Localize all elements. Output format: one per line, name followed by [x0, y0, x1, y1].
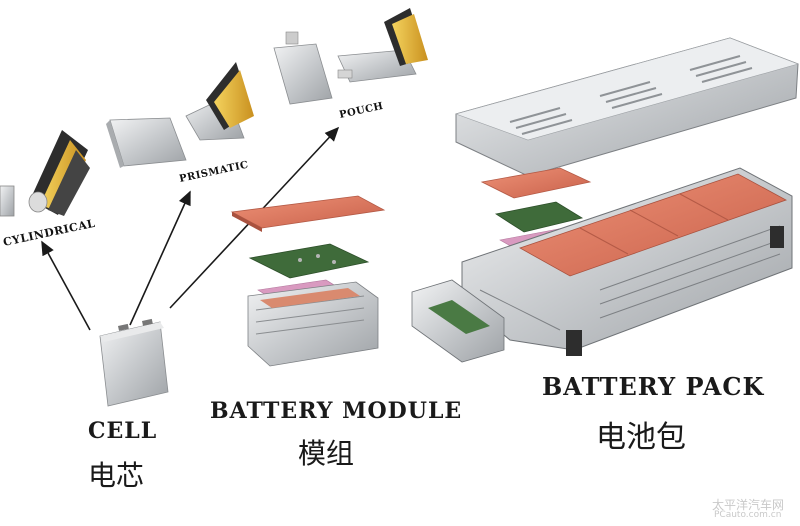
battery-pack-illustration: [411, 37, 799, 363]
caption-pack-en: BATTERY PACK: [542, 372, 765, 401]
watermark-en: PCauto.com.cn: [714, 510, 782, 520]
label-pouch: POUCH: [338, 101, 384, 121]
watermark-cn: 太平洋汽车网: [712, 498, 785, 512]
arrow-to-cylindrical: [41, 240, 91, 331]
prismatic-cell-illustration: [106, 62, 254, 168]
caption-module-en: BATTERY MODULE: [210, 398, 463, 424]
pouch-cell-illustration: [273, 8, 428, 105]
single-cell-illustration: [99, 318, 169, 407]
battery-module-illustration: [230, 195, 386, 367]
cylindrical-cell-illustration: [0, 130, 90, 217]
label-cylindrical: CYLINDRICAL: [2, 217, 97, 249]
arrow-to-prismatic: [129, 190, 191, 326]
caption-pack-zh: 电池包: [596, 420, 686, 455]
label-prismatic: PRISMATIC: [178, 159, 249, 184]
caption-cell-zh: 电芯: [88, 459, 145, 492]
caption-cell-en: CELL: [88, 418, 158, 444]
caption-module-zh: 模组: [298, 437, 355, 470]
